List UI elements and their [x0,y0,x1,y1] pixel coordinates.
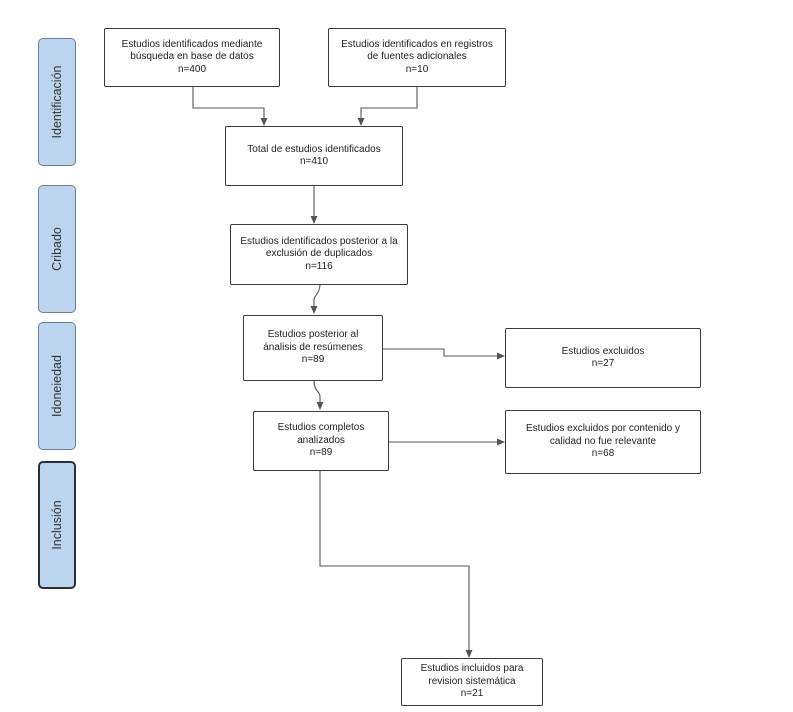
connector-dedup-to-abstracts [310,283,321,314]
box-additional-sources-count: n=10 [405,63,429,75]
box-after-dedup-count: n=116 [305,260,333,272]
box-full-text-count: n=89 [309,447,333,459]
box-excluded-2-count: n=68 [591,448,615,460]
box-excluded-1-count: n=27 [591,358,615,369]
box-abstract-analysis-line1: Estudios posterior al [267,329,359,341]
box-full-text-line2: analizados [297,434,345,446]
box-database-search-count: n=400 [177,63,207,75]
box-included-line1: Estudios incluidos para [420,663,524,675]
box-additional-sources-line1: Estudios identificados en registros [341,38,493,50]
box-total-identified-count: n=410 [299,156,329,167]
box-full-text: Estudios completos analizados n=89 [253,411,389,471]
connector-abstracts-to-full [313,380,324,410]
box-after-dedup: Estudios identificados posterior a la ex… [230,224,408,285]
box-after-dedup-line2: exclusión de duplicados [265,248,373,260]
box-excluded-1-line1: Estudios excluidos [561,345,645,357]
connector-abstracts-to-excluded1 [383,348,505,360]
box-included-count: n=21 [460,688,484,700]
box-additional-sources-line2: de fuentes adicionales [367,51,467,63]
box-excluded-2-line2: calidad no fue relevante [549,435,657,447]
stage-inclusion: Inclusión [38,461,76,589]
box-excluded-2-line1: Estudios excluidos por contenido y [526,423,680,435]
box-excluded-1: Estudios excluidos n=27 [505,328,701,388]
box-abstract-analysis: Estudios posterior al ánalisis de resúme… [243,315,383,381]
box-database-search-line2: búsqueda en base de datos [130,51,254,63]
box-full-text-line1: Estudios completos [277,422,365,434]
box-total-identified-line1: Total de estudios identificados [247,143,381,155]
connector-additional-to-total [357,86,418,126]
box-included: Estudios incluidos para revision sistemá… [401,658,543,706]
stage-cribado: Cribado [38,185,76,313]
box-after-dedup-line1: Estudios identificados posterior a la [240,235,398,247]
box-additional-sources: Estudios identificados en registros de f… [328,28,506,87]
box-abstract-analysis-line2: ánalisis de resúmenes [263,341,363,353]
connector-full-to-included [319,471,473,658]
box-database-search-line1: Estudios identificados mediante [121,38,263,50]
stage-identificacion: Identificación [38,38,76,166]
connector-db-to-total [192,86,268,126]
stage-idoneidad: Idoneiedad [38,322,76,450]
box-abstract-analysis-count: n=89 [301,354,325,366]
box-database-search: Estudios identificados mediante búsqueda… [104,28,280,87]
box-excluded-2: Estudios excluidos por contenido y calid… [505,410,701,474]
box-total-identified: Total de estudios identificados n=410 [225,126,403,186]
box-included-line2: revision sistemática [428,675,516,687]
